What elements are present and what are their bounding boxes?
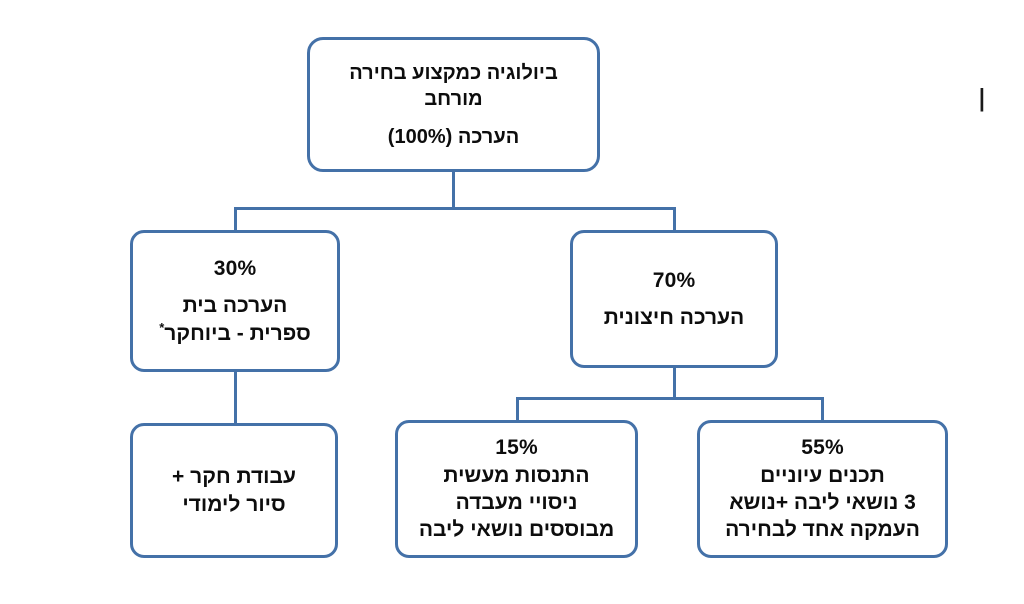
- node-theory-line1: תכנים עיוניים: [760, 463, 885, 487]
- node-research-line1: עבודת חקר +: [172, 465, 296, 489]
- node-practical-line3: מבוססים נושאי ליבה: [418, 518, 615, 542]
- node-internal-percent: 30%: [213, 257, 257, 281]
- node-theoretical-content[interactable]: 55% תכנים עיוניים 3 נושאי ליבה +נושא העמ…: [697, 420, 948, 558]
- node-root-line3: הערכה (100%): [387, 125, 520, 148]
- node-practical-line2: ניסויי מעבדה: [455, 491, 578, 514]
- node-research-line2: סיור לימודי: [182, 492, 286, 516]
- node-root-line1: ביולוגיה כמקצוע בחירה: [349, 61, 558, 84]
- node-external-assessment[interactable]: 70% הערכה חיצונית: [570, 230, 778, 368]
- stray-glyph: ן: [978, 80, 986, 113]
- node-theory-percent: 55%: [801, 436, 844, 460]
- connector-internal-to-research: [234, 372, 237, 425]
- node-practical-experience[interactable]: 15% התנסות מעשית ניסויי מעבדה מבוססים נו…: [395, 420, 638, 558]
- connector-external-stem: [673, 368, 676, 399]
- connector-level2-bar: [234, 207, 676, 210]
- connector-to-internal: [234, 207, 237, 232]
- node-external-percent: 70%: [652, 268, 696, 292]
- node-theory-line3: העמקה אחד לבחירה: [725, 518, 920, 542]
- node-internal-line2-text: ספרית - ביוחקר: [164, 321, 311, 345]
- node-internal-line2: ספרית - ביוחקר*: [159, 320, 311, 347]
- node-root-line2: מורחב: [424, 87, 483, 110]
- connector-level3-bar: [516, 397, 824, 400]
- connector-to-theory: [821, 397, 824, 422]
- footnote-asterisk: *: [159, 319, 165, 335]
- node-theory-line2: 3 נושאי ליבה +נושא: [729, 491, 916, 514]
- connector-to-practical: [516, 397, 519, 422]
- node-root-subject[interactable]: ביולוגיה כמקצוע בחירה מורחב הערכה (100%): [307, 37, 600, 172]
- node-research-project[interactable]: עבודת חקר + סיור לימודי: [130, 423, 338, 558]
- connector-to-external: [673, 207, 676, 232]
- node-practical-line1: התנסות מעשית: [443, 463, 590, 487]
- node-internal-assessment[interactable]: 30% הערכה בית ספרית - ביוחקר*: [130, 230, 340, 372]
- node-internal-line1: הערכה בית: [182, 294, 288, 318]
- connector-root-stem: [452, 172, 455, 210]
- node-external-line1: הערכה חיצונית: [603, 306, 745, 329]
- node-practical-percent: 15%: [495, 436, 538, 460]
